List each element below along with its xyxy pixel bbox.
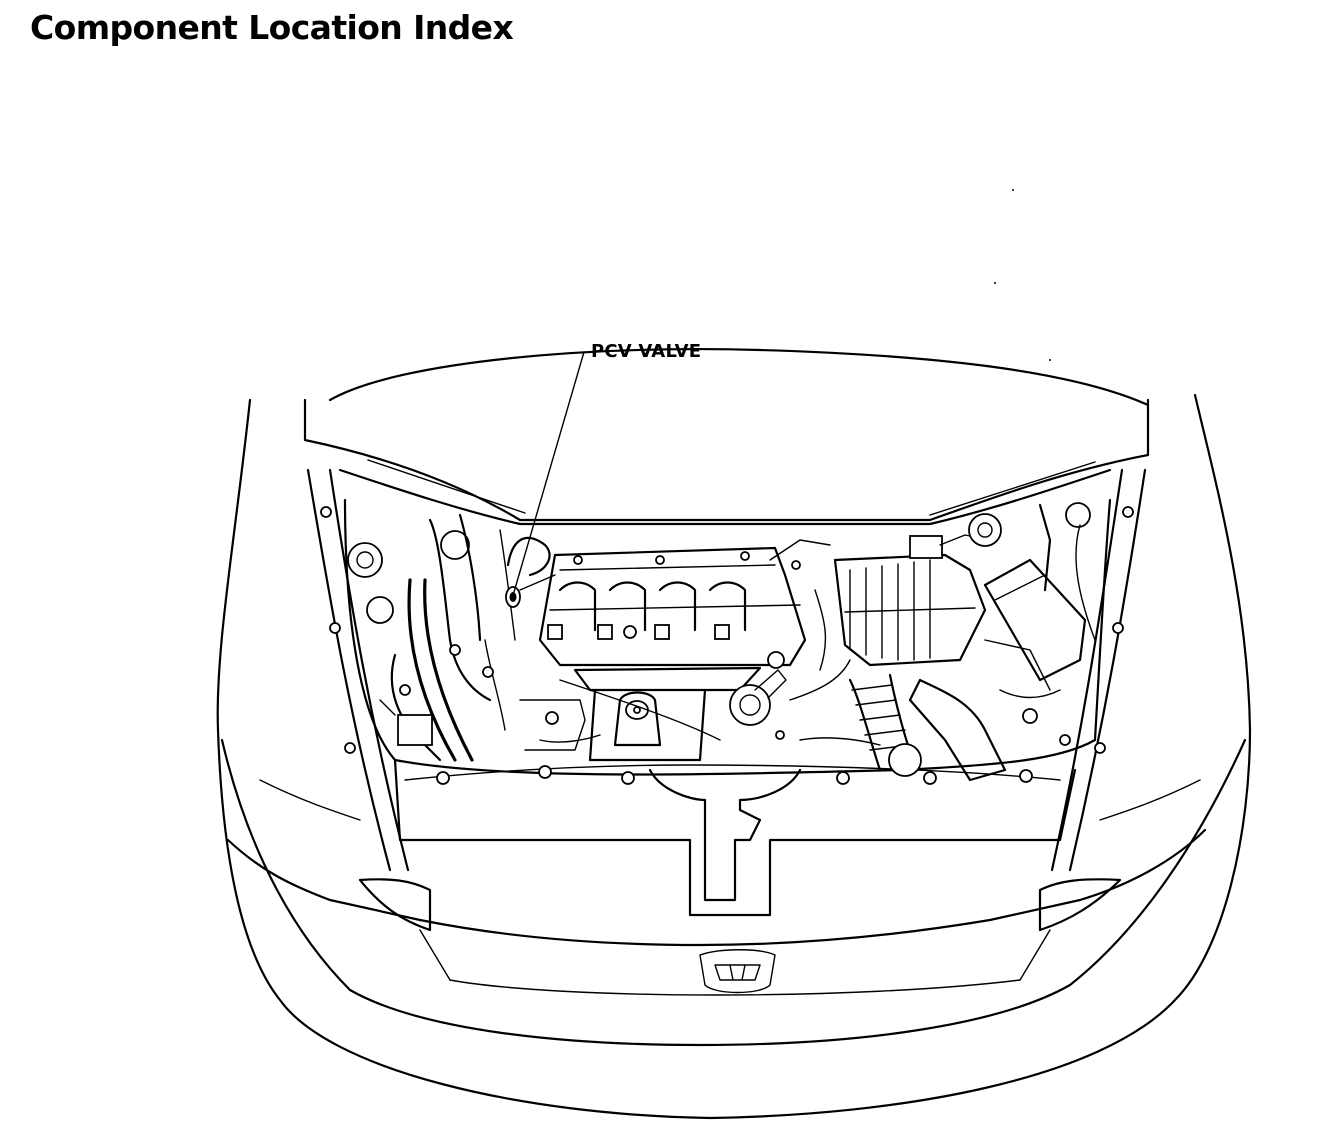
ignition-unit <box>729 651 787 726</box>
wiring-harness <box>539 539 881 746</box>
hood-outline <box>303 347 1150 526</box>
pcv-valve-label: PCV VALVE <box>591 341 702 362</box>
engine-block-lower <box>519 666 762 762</box>
pcv-valve <box>505 536 556 608</box>
scan-specks <box>994 189 1051 361</box>
fender-rails <box>306 468 1147 872</box>
battery-area <box>908 502 1096 782</box>
engine-head <box>538 546 807 667</box>
engine-compartment <box>343 498 1112 917</box>
pcv-valve-leader <box>513 351 585 593</box>
front-grille <box>699 949 776 994</box>
page-title: Component Location Index <box>30 8 514 47</box>
car-body-outline <box>216 393 1252 1120</box>
intake-duct <box>848 673 922 777</box>
left-side-components <box>347 513 516 762</box>
air-cleaner-box <box>833 534 991 667</box>
radiator-support <box>404 764 1061 902</box>
